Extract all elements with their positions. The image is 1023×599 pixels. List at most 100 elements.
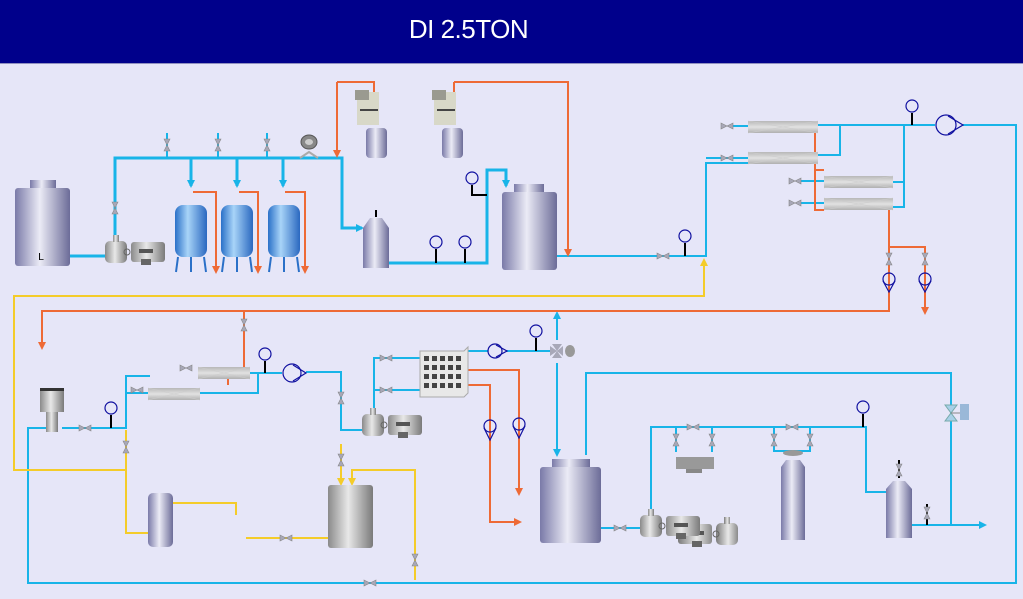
supply-valve[interactable] [613, 524, 627, 532]
vent-valve-2[interactable] [214, 138, 222, 152]
drain-uv-2 [467, 384, 522, 526]
drain-ro-return [38, 209, 890, 350]
title-bar: DI 2.5TON [0, 0, 1023, 64]
softener-vessel-2[interactable] [221, 205, 253, 273]
raw-tank-label: L [38, 252, 44, 263]
polishing-bypass-valve[interactable] [686, 423, 700, 431]
ro-valve-4[interactable] [788, 199, 802, 207]
pipe-to-booster [306, 371, 362, 431]
cip-valve[interactable] [279, 534, 293, 542]
vent-valve-3[interactable] [263, 138, 271, 152]
mixed-bed-valve-2[interactable] [806, 433, 814, 447]
ro-valve-1[interactable] [720, 122, 734, 130]
ro-membrane-4[interactable] [823, 197, 894, 211]
softener-vessel-3[interactable] [268, 205, 300, 273]
ro-valve-3[interactable] [788, 177, 802, 185]
pressure-gauge-8[interactable] [529, 324, 543, 351]
uv-valve-1[interactable] [379, 354, 393, 362]
pressure-gauge-1[interactable] [429, 235, 443, 263]
pressure-gauge-7[interactable] [258, 347, 272, 373]
cip-tank[interactable] [148, 493, 173, 547]
control-valve[interactable] [944, 404, 969, 422]
pressure-gauge-9[interactable] [856, 400, 870, 427]
uv-valve-2[interactable] [379, 386, 393, 394]
softener-vessel-1[interactable] [175, 205, 207, 273]
heat-exchanger-1[interactable] [147, 387, 201, 401]
edi-pump[interactable] [282, 363, 308, 383]
pipe-ro-permeate-2 [893, 125, 905, 208]
booster-pump[interactable] [361, 407, 423, 439]
vent-valve-1[interactable] [163, 138, 171, 152]
booster-valve-1[interactable] [337, 391, 345, 405]
flow-meter[interactable] [299, 134, 319, 159]
pipe-filter-to-tank [388, 168, 510, 265]
cartridge-filter[interactable] [363, 210, 389, 268]
mixed-bed-valve-1[interactable] [770, 433, 778, 447]
pipe-ro-permeate-1 [818, 124, 935, 156]
polishing-unit[interactable] [676, 457, 714, 473]
uv-flowmeter[interactable] [487, 343, 509, 359]
pipe-ro-feeds [730, 125, 824, 204]
loop-valve[interactable] [363, 579, 377, 587]
chemical-dosing-tank-1[interactable] [355, 90, 387, 158]
drain-uv-1 [467, 369, 523, 496]
ro-transfer-pump[interactable] [935, 114, 965, 136]
drain-flowmeter-1[interactable] [483, 419, 497, 442]
three-way-valve[interactable] [550, 344, 575, 358]
return-loop-to-tank [348, 469, 416, 580]
feed-valve[interactable] [111, 201, 119, 215]
supply-pump[interactable] [639, 508, 701, 540]
reject-valve-1[interactable] [885, 252, 893, 266]
ro-membrane-3[interactable] [823, 175, 894, 189]
pipe-polishing-branches [675, 427, 811, 452]
pipe-polishing-header [650, 426, 890, 510]
edi-module[interactable] [40, 388, 64, 432]
reject-valve-2[interactable] [921, 252, 929, 266]
final-filter-vent-valve[interactable] [895, 463, 903, 477]
feed-pump[interactable] [104, 234, 166, 266]
hx-valve-2[interactable] [179, 364, 193, 372]
yellow-valve-1[interactable] [122, 440, 130, 454]
mixed-bed-column[interactable] [781, 450, 805, 540]
raw-water-tank[interactable]: L [15, 180, 70, 266]
pipe-edi-feed [62, 375, 150, 429]
drain-softener-2 [239, 191, 262, 274]
return-piping [13, 258, 708, 580]
drain-flowmeter-2[interactable] [512, 417, 526, 440]
ro-membrane-1[interactable] [747, 120, 819, 134]
booster-valve-2[interactable] [337, 453, 345, 467]
intermediate-tank[interactable] [502, 184, 557, 270]
reject-flowmeter-2[interactable] [918, 272, 932, 294]
reject-flowmeter-1[interactable] [882, 272, 896, 294]
pressure-gauge-4[interactable] [678, 229, 692, 256]
ro-inlet-valve[interactable] [656, 252, 670, 260]
pressure-gauge-3[interactable] [465, 171, 487, 196]
ro-valve-2[interactable] [720, 154, 734, 162]
drain-piping [38, 81, 929, 526]
heat-exchanger-2[interactable] [197, 366, 251, 380]
hx-drain-valve[interactable] [240, 318, 248, 332]
drain-dosing-2 [454, 81, 572, 257]
pipe-tank-to-ro [557, 162, 748, 257]
main-process-tank[interactable] [328, 485, 373, 548]
return-main [13, 260, 705, 471]
drain-softener-3 [285, 191, 309, 274]
pressure-gauge-5[interactable] [905, 99, 919, 125]
pressure-gauge-6[interactable] [104, 401, 118, 428]
chemical-dosing-tank-2[interactable] [432, 90, 463, 158]
uv-sterilizer[interactable] [419, 345, 469, 398]
polishing-valve-1[interactable] [672, 433, 680, 447]
sample-valve[interactable] [923, 504, 931, 525]
pid-svg: L [13, 81, 1017, 587]
pure-water-tank[interactable] [540, 459, 601, 543]
ro-membrane-2[interactable] [747, 151, 819, 165]
drain-ro-concentrate [814, 133, 824, 211]
pipe-vents [166, 133, 268, 158]
return-cip-to-pump [172, 502, 237, 515]
pressure-gauge-2[interactable] [458, 235, 472, 263]
drain-softener-1 [193, 191, 220, 274]
polishing-valve-2[interactable] [708, 433, 716, 447]
edi-valve[interactable] [78, 424, 92, 432]
return-valve[interactable] [411, 553, 419, 567]
mixed-bed-bypass-valve[interactable] [785, 423, 799, 431]
